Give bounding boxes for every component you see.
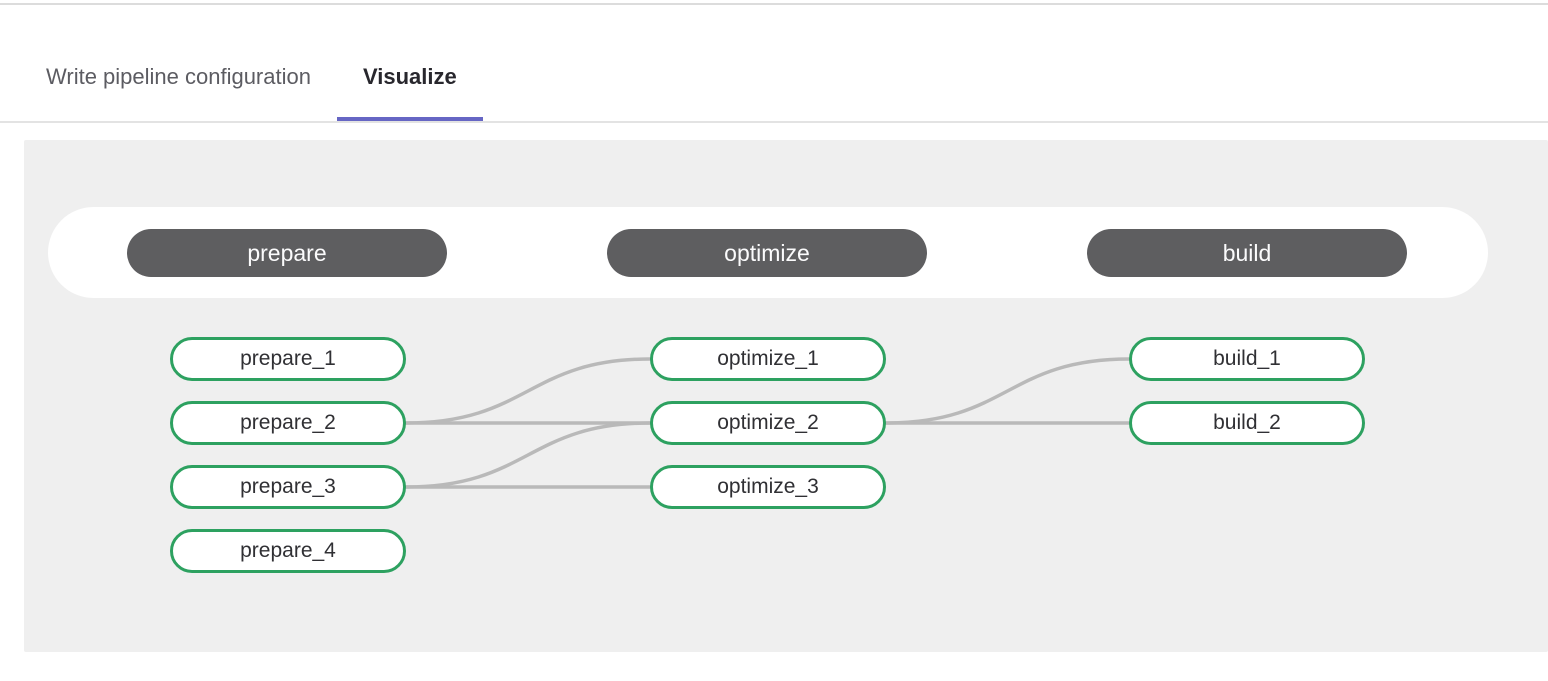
pipeline-editor-tabs: Write pipeline configuration Visualize <box>0 5 1548 123</box>
tab-visualize[interactable]: Visualize <box>336 5 483 121</box>
job-pill-prepare_2[interactable]: prepare_2 <box>170 401 406 445</box>
stage-pill-build: build <box>1087 229 1407 277</box>
edge-prepare_3-optimize_2 <box>404 421 652 489</box>
job-pill-build_2[interactable]: build_2 <box>1129 401 1365 445</box>
job-pill-build_1[interactable]: build_1 <box>1129 337 1365 381</box>
stage-pill-optimize: optimize <box>607 229 927 277</box>
job-pill-optimize_2[interactable]: optimize_2 <box>650 401 886 445</box>
edge-prepare_2-optimize_1 <box>404 357 652 425</box>
job-pill-prepare_3[interactable]: prepare_3 <box>170 465 406 509</box>
top-divider <box>0 3 1548 5</box>
edge-optimize_2-build_1 <box>884 357 1131 425</box>
job-pill-prepare_1[interactable]: prepare_1 <box>170 337 406 381</box>
tab-write-pipeline-configuration[interactable]: Write pipeline configuration <box>46 64 311 89</box>
stage-pill-prepare: prepare <box>127 229 447 277</box>
job-pill-prepare_4[interactable]: prepare_4 <box>170 529 406 573</box>
job-pill-optimize_3[interactable]: optimize_3 <box>650 465 886 509</box>
job-pill-optimize_1[interactable]: optimize_1 <box>650 337 886 381</box>
